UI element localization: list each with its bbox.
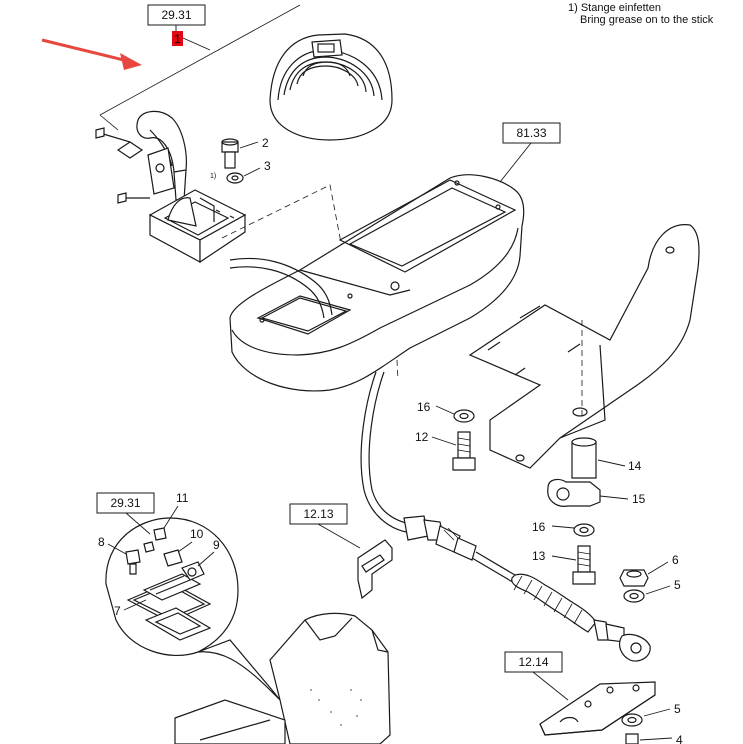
callout-3-leader [243, 167, 261, 177]
callout-11: 11 [176, 491, 189, 505]
frame-housing [174, 612, 391, 744]
mounting-bracket [468, 224, 700, 469]
washer-5-upper [623, 589, 645, 603]
note-line-german: 1) Stange einfetten [568, 2, 661, 14]
ref-label-tray: 81.33 [516, 126, 546, 140]
bolt-12 [452, 431, 476, 471]
ref-label-top: 29.31 [161, 8, 191, 22]
rubber-boot [269, 33, 393, 141]
ref-bracket-leader [317, 523, 361, 549]
ref-box-top[interactable]: 29.31 [147, 4, 206, 26]
joystick-lever: 1) [95, 110, 247, 264]
callout-5a-leader [645, 585, 671, 595]
control-tray [229, 174, 525, 392]
inset-detail [105, 517, 281, 701]
ref-inset-leader [125, 512, 151, 535]
mounting-plate [539, 681, 656, 736]
ref-label-inset: 29.31 [110, 496, 140, 510]
highlight-tag-1[interactable]: 1 [172, 31, 183, 46]
bolt-2 [221, 138, 239, 169]
ref-box-plate[interactable]: 12.14 [504, 651, 563, 673]
callout-7: 7 [114, 604, 121, 618]
ref-box-inset[interactable]: 29.31 [96, 492, 155, 514]
callout-16b: 16 [532, 520, 546, 534]
highlight-tag-label: 1 [174, 32, 181, 46]
callout-10-leader [177, 541, 193, 553]
bolt-4 [625, 733, 639, 744]
washer-5-lower [621, 713, 643, 727]
callout-12: 12 [415, 430, 429, 444]
red-pointer-arrow [41, 38, 142, 70]
note-line-english: Bring grease on to the stick [580, 14, 714, 26]
assembly-outline [99, 4, 301, 131]
ref-label-bracket: 12.13 [303, 507, 333, 521]
ref-top-leader [175, 25, 211, 51]
bolt-13 [572, 545, 596, 585]
callout-14: 14 [628, 459, 642, 473]
callout-15-leader [599, 495, 629, 500]
ref-label-plate: 12.14 [518, 655, 548, 669]
ref-box-bracket[interactable]: 12.13 [289, 503, 348, 525]
callout-9-leader [197, 551, 215, 567]
callout-2-leader [239, 141, 259, 149]
callout-4-leader [639, 737, 673, 741]
washer-3 [226, 172, 244, 184]
callout-6: 6 [672, 553, 679, 567]
callout-9: 9 [213, 538, 220, 552]
callout-5b: 5 [674, 702, 681, 716]
callout-8: 8 [98, 535, 105, 549]
clamp-15 [547, 478, 601, 507]
callout-16a: 16 [417, 400, 431, 414]
callout-10: 10 [190, 527, 204, 541]
ref-tray-leader [499, 142, 532, 183]
callout-8-leader [107, 543, 127, 555]
callout-11-leader [163, 505, 179, 529]
spacer-14 [571, 437, 597, 479]
callout-16a-leader [435, 405, 455, 415]
cable-bracket [357, 539, 393, 600]
callout-14-leader [597, 459, 626, 467]
washer-16-upper [453, 409, 475, 423]
callout-16b-leader [551, 525, 575, 529]
control-cable [360, 371, 651, 662]
callout-5b-leader [643, 708, 671, 717]
callout-5a: 5 [674, 578, 681, 592]
callout-13: 13 [532, 549, 546, 563]
callout-12-leader [431, 436, 457, 446]
callout-7-leader [123, 599, 147, 611]
washer-16-lower [573, 523, 595, 537]
callout-6-leader [647, 561, 669, 575]
callout-3: 3 [264, 159, 271, 173]
callout-small-1: 1) [210, 173, 216, 180]
nut-6 [619, 569, 649, 587]
ref-plate-leader [532, 671, 569, 701]
callout-4: 4 [676, 733, 683, 744]
ref-box-tray[interactable]: 81.33 [502, 122, 561, 144]
callout-2: 2 [262, 136, 269, 150]
callout-15: 15 [632, 492, 646, 506]
callout-13-leader [551, 555, 577, 561]
